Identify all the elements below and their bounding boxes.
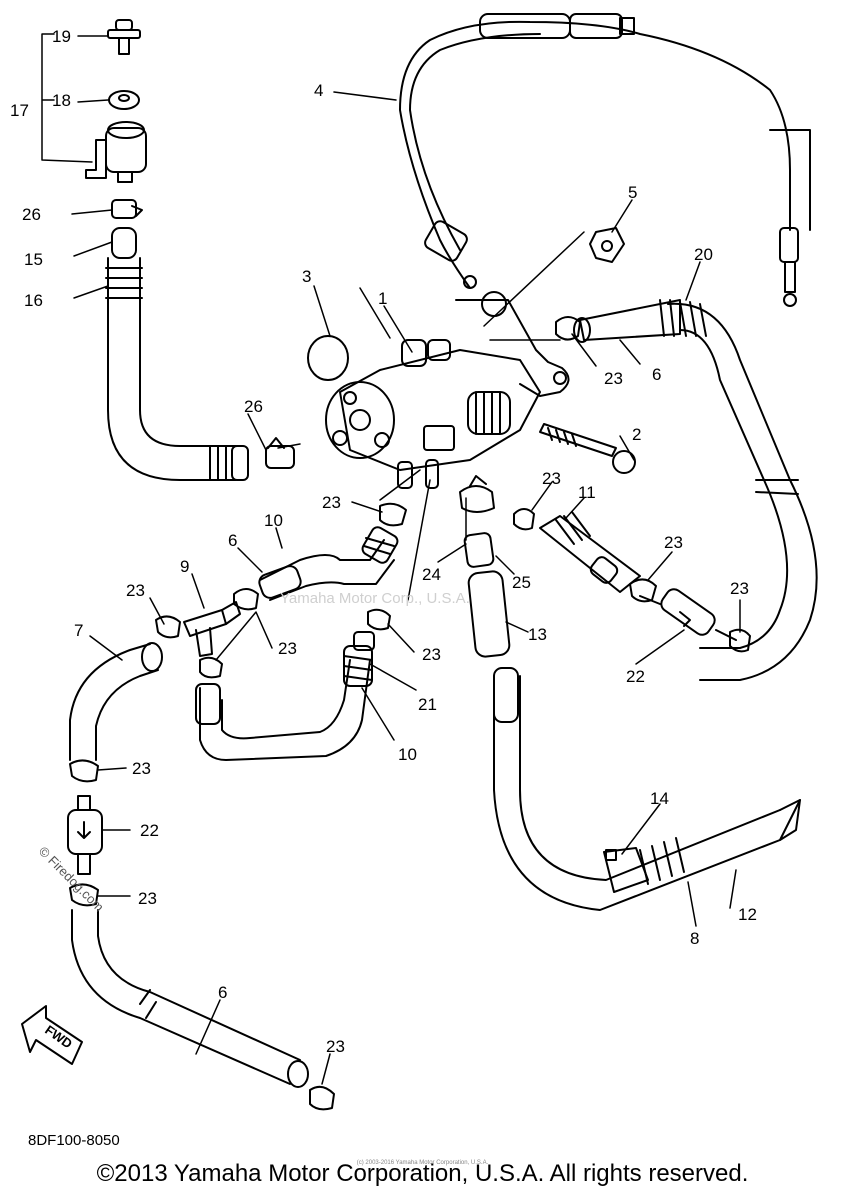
part-label-7: 7 (74, 621, 83, 640)
part-label-6-a: 6 (652, 365, 661, 384)
clip-part-23-right-b (729, 628, 751, 653)
part-label-14: 14 (650, 789, 669, 808)
part-label-23-d: 23 (126, 581, 145, 600)
part-label-8: 8 (690, 929, 699, 948)
diagram-code: 8DF100-8050 (28, 1132, 120, 1149)
part-label-26-top: 26 (22, 205, 41, 224)
washer-part-18 (108, 90, 140, 110)
part-label-23-b: 23 (542, 469, 561, 488)
part-label-23-k: 23 (326, 1037, 345, 1056)
part-label-1: 1 (378, 289, 387, 308)
part-label-6-c: 6 (218, 983, 227, 1002)
part-label-15: 15 (24, 250, 43, 269)
part-label-16: 16 (24, 291, 43, 310)
clip-part-23-center-c (199, 656, 223, 679)
oring-part-3 (307, 335, 349, 381)
part-label-23-i: 23 (132, 759, 151, 778)
clip-part-23-right-a (629, 578, 657, 603)
part-label-23-a: 23 (604, 369, 623, 388)
tiny-notice: (c) 2003-2016 Yamaha Motor Corporation, … (356, 1160, 489, 1166)
pump-leader-lines (277, 231, 585, 601)
part-label-13: 13 (528, 625, 547, 644)
bolt-part-2 (539, 423, 636, 474)
clip-part-23-left (155, 615, 181, 639)
part-label-3: 3 (302, 267, 311, 286)
part-label-23-h: 23 (422, 645, 441, 664)
nut-part-5 (589, 227, 625, 263)
part-label-22-b: 22 (140, 821, 159, 840)
part-label-12: 12 (738, 905, 757, 924)
part-label-23-j: 23 (138, 889, 157, 908)
hose-part-7 (69, 642, 163, 761)
filter-part-22-left (67, 795, 103, 875)
hose-part-15-16 (105, 227, 249, 481)
part-label-9: 9 (180, 557, 189, 576)
clip-part-23-bottom (309, 1085, 335, 1111)
hose-part-8-12 (493, 667, 801, 911)
clip-part-24 (459, 475, 495, 513)
part-label-19: 19 (52, 27, 71, 46)
fwd-arrow-icon (21, 1005, 83, 1065)
cap-part-25 (463, 532, 495, 568)
part-label-22-a: 22 (626, 667, 645, 686)
part-label-23-e: 23 (278, 639, 297, 658)
clip-part-23-upper (555, 316, 581, 341)
oil-pump-part-1 (325, 291, 570, 489)
part-label-23-g: 23 (730, 579, 749, 598)
bracket-part-17 (85, 121, 147, 183)
part-label-23-c: 23 (322, 493, 341, 512)
part-label-10-b: 10 (398, 745, 417, 764)
clip-part-23-lower-left-a (69, 759, 99, 783)
hose-part-20 (659, 299, 818, 681)
leader-lines (71, 35, 741, 1085)
hose-part-6-lower (71, 909, 309, 1088)
part-label-21: 21 (418, 695, 437, 714)
part-label-6-b: 6 (228, 531, 237, 550)
part-label-4: 4 (314, 81, 323, 100)
part-labels: 19 18 17 26 15 16 4 5 3 1 20 23 6 26 2 2… (10, 27, 757, 1056)
bolt-part-19 (107, 19, 141, 55)
tee-joint-part-9 (183, 601, 241, 657)
pipe-part-13 (467, 570, 511, 658)
bracket-17-leader (41, 33, 93, 163)
clip-part-23-tee (233, 588, 259, 611)
part-label-26-middle: 26 (244, 397, 263, 416)
clip-part-26-middle (265, 437, 295, 469)
part-label-18: 18 (52, 91, 71, 110)
center-watermark: Yamaha Motor Corp., U.S.A. (280, 590, 470, 607)
part-label-10-a: 10 (264, 511, 283, 530)
clip-part-23-lower-left-b (69, 883, 99, 907)
clip-part-26-top (111, 199, 143, 219)
hose-part-10-upper (258, 526, 399, 601)
cable-part-4 (399, 13, 811, 307)
part-label-20: 20 (694, 245, 713, 264)
part-label-23-f: 23 (664, 533, 683, 552)
part-label-11: 11 (578, 483, 596, 502)
clip-part-23-center-a (379, 502, 407, 527)
hose-part-11 (539, 511, 641, 593)
part-label-25: 25 (512, 573, 531, 592)
part-label-2: 2 (632, 425, 641, 444)
hose-part-6-upper (573, 299, 681, 343)
part-label-24: 24 (422, 565, 441, 584)
clip-part-23-right-c (513, 508, 535, 531)
copyright-notice: ©2013 Yamaha Motor Corporation, U.S.A. A… (96, 1160, 749, 1187)
part-label-17: 17 (10, 101, 29, 120)
clip-part-23-center-b (367, 608, 391, 631)
part-label-5: 5 (628, 183, 637, 202)
hose-part-10-lower (195, 631, 375, 761)
